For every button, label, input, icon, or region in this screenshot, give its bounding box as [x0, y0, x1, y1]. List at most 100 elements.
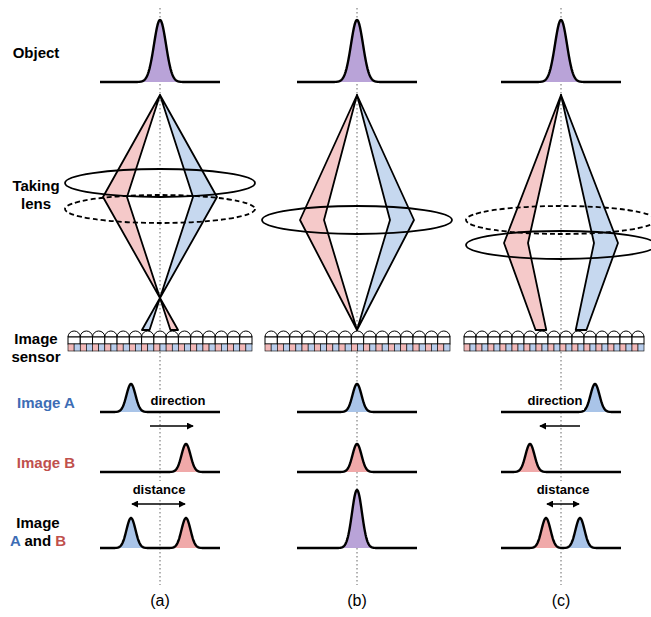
row-label: Object — [0, 44, 73, 62]
pixel-cell — [129, 337, 141, 344]
row-label: Image A — [17, 394, 75, 412]
pixel-cell — [93, 337, 105, 344]
photodiode-a — [284, 344, 290, 351]
photodiode-b — [632, 344, 638, 351]
distance-arrow — [547, 503, 579, 505]
photodiode-b — [129, 344, 135, 351]
photodiode-b — [572, 344, 578, 351]
image-sensors — [68, 331, 644, 351]
microlens — [572, 331, 584, 337]
microlens — [584, 331, 596, 337]
microlens — [620, 331, 632, 337]
photodiode-a — [395, 344, 401, 351]
microlens — [166, 331, 178, 337]
photodiode-b — [488, 344, 494, 351]
photodiode-a — [308, 344, 314, 351]
microlens — [351, 331, 363, 337]
photodiode-a — [333, 344, 339, 351]
microlens — [203, 331, 215, 337]
photodiode-a — [148, 344, 154, 351]
photodiode-a — [111, 344, 117, 351]
row-label: Image B — [17, 454, 75, 472]
red-ray-bundle — [300, 95, 357, 330]
pixel-cell — [327, 337, 339, 344]
label-word: and — [24, 532, 51, 549]
profile-fill — [333, 20, 381, 82]
photodiode-b — [608, 344, 614, 351]
pixel-cell — [608, 337, 620, 344]
microlens — [476, 331, 488, 337]
pixel-cell — [339, 337, 351, 344]
photodiode-a — [209, 344, 215, 351]
profile-curve — [501, 384, 621, 412]
microlens — [339, 331, 351, 337]
photodiode-a — [221, 344, 227, 351]
profile-fill — [136, 20, 184, 82]
profile-fill — [528, 518, 564, 548]
profile-curve — [297, 490, 417, 548]
profile-fill — [337, 490, 377, 548]
profile-curve — [297, 444, 417, 472]
panel-caption: (a) — [150, 592, 170, 610]
photodiode-a — [123, 344, 129, 351]
blue-ray-bundle — [142, 298, 160, 330]
photodiode-b — [536, 344, 542, 351]
photodiode-b — [105, 344, 111, 351]
profile-fill — [339, 444, 375, 472]
photodiode-b — [302, 344, 308, 351]
taking-lenses — [65, 169, 651, 259]
photodiode-a — [172, 344, 178, 351]
microlens — [632, 331, 644, 337]
microlens — [265, 331, 277, 337]
photodiode-a — [602, 344, 608, 351]
photodiode-a — [345, 344, 351, 351]
photodiode-a — [185, 344, 191, 351]
lens-previous-position — [466, 206, 651, 234]
photodiode-b — [339, 344, 345, 351]
profile-fill — [168, 518, 204, 548]
intensity-profiles — [100, 20, 621, 548]
pixel-cell — [524, 337, 536, 344]
microlens — [327, 331, 339, 337]
microlens — [438, 331, 450, 337]
microlens — [129, 331, 141, 337]
photodiode-a — [626, 344, 632, 351]
photodiode-a — [160, 344, 166, 351]
photodiode-a — [321, 344, 327, 351]
pixel-cell — [413, 337, 425, 344]
photodiode-a — [197, 344, 203, 351]
photodiode-b — [376, 344, 382, 351]
photodiode-b — [476, 344, 482, 351]
shift-arrows — [132, 426, 580, 504]
guide-lines — [160, 8, 561, 585]
microlens — [401, 331, 413, 337]
pixel-cell — [117, 337, 129, 344]
profile-curve — [501, 20, 621, 82]
photodiode-a — [590, 344, 596, 351]
photodiode-a — [358, 344, 364, 351]
microlens — [314, 331, 326, 337]
microlens — [68, 331, 80, 337]
shift-label: distance — [535, 481, 592, 499]
microlens — [178, 331, 190, 337]
pixel-cell — [227, 337, 239, 344]
photodiode-b — [413, 344, 419, 351]
microlens — [117, 331, 129, 337]
photodiode-a — [234, 344, 240, 351]
profile-fill — [113, 384, 149, 412]
label-word: B — [55, 532, 66, 549]
photodiode-a — [271, 344, 277, 351]
pixel-cell — [376, 337, 388, 344]
photodiode-a — [246, 344, 252, 351]
blue-ray-bundle — [561, 95, 618, 330]
microlens — [425, 331, 437, 337]
photodiode-a — [444, 344, 450, 351]
photodiode-b — [512, 344, 518, 351]
photodiode-a — [370, 344, 376, 351]
pixel-cell — [536, 337, 548, 344]
lens-previous-position — [65, 195, 255, 223]
photodiode-b — [290, 344, 296, 351]
microlens — [277, 331, 289, 337]
pixel-cell — [142, 337, 154, 344]
photodiode-b — [425, 344, 431, 351]
